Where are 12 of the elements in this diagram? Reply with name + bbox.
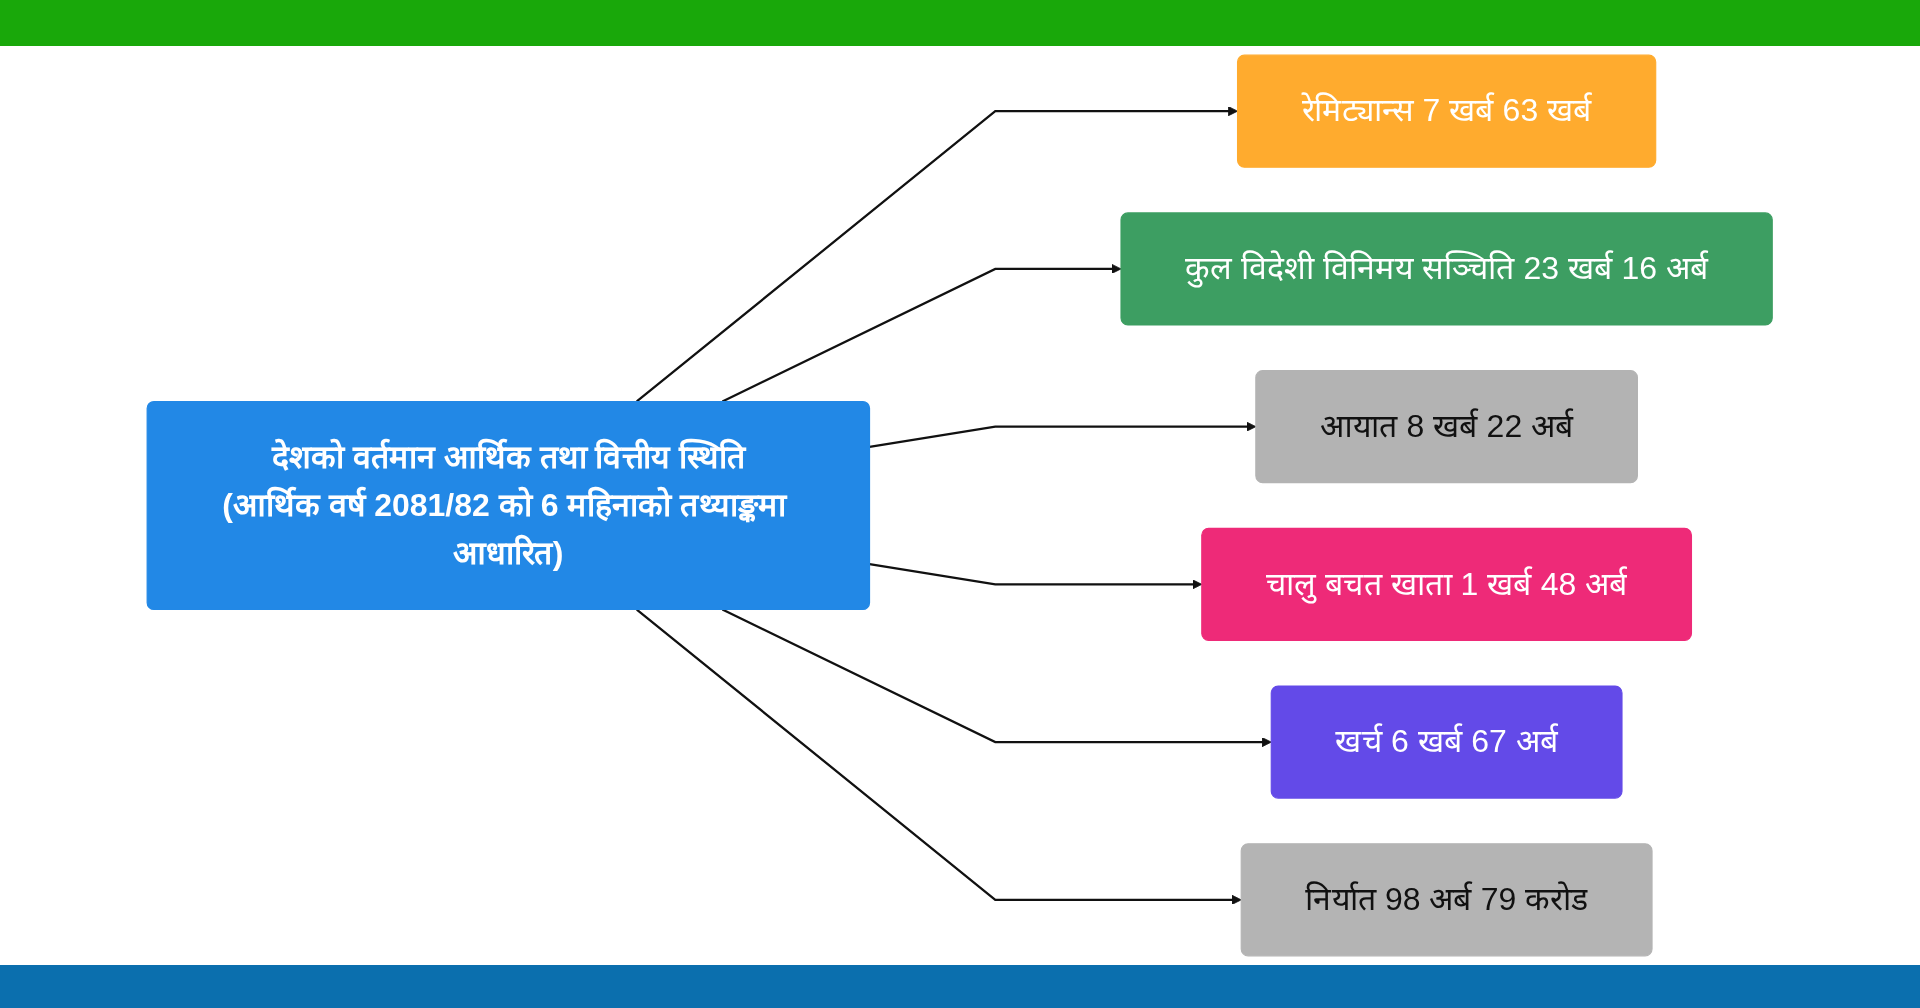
node-box: खर्च 6 खर्ब 67 अर्ब (1271, 685, 1623, 799)
node-box: आयात 8 खर्ब 22 अर्ब (1255, 370, 1639, 484)
node-box: चालु बचत खाता 1 खर्ब 48 अर्ब (1201, 527, 1693, 641)
node-box: निर्यात 98 अर्ब 79 करोड (1240, 843, 1653, 957)
arrow (722, 263, 1122, 403)
arrow (636, 608, 1242, 905)
node-box: देशको वर्तमान आर्थिक तथा वित्तीय स्थिति (आर्थिक वर्ष 2081/82 को 6 महिनाको तथ्याङ्कमा आधारित) (146, 400, 871, 611)
node-box: कुल विदेशी विनिमय सञ्चिति 23 खर्ब 16 अर्ब (1120, 212, 1774, 326)
arrow (869, 562, 1203, 590)
node-box: रेमिट्यान्स 7 खर्ब 63 खर्ब (1237, 54, 1657, 168)
arrow (722, 608, 1272, 748)
arrow (869, 421, 1257, 449)
